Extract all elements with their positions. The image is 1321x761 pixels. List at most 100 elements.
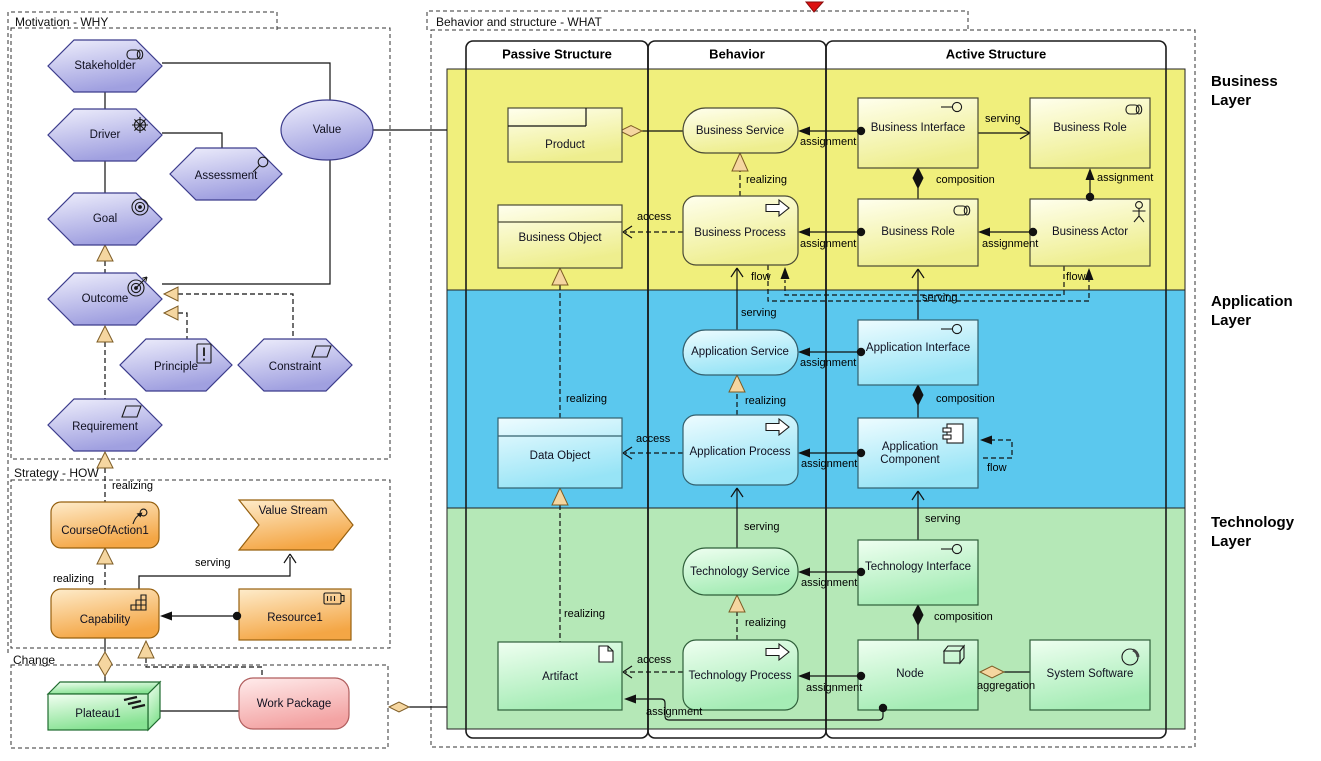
component-icon: [942, 423, 964, 444]
value-label: Value: [312, 124, 342, 136]
assignment-label: assignment: [800, 136, 857, 148]
motivation-frame: [10, 27, 391, 460]
flow-bprocess-bactor: [767, 265, 1090, 302]
composition-label: composition: [934, 611, 993, 623]
resource-label: Resource1: [267, 612, 323, 624]
capability-node[interactable]: [50, 588, 160, 639]
interface-icon: [941, 323, 963, 335]
capability-icon: [130, 594, 147, 611]
technology-service-node[interactable]: [682, 547, 799, 596]
application-component-label: Application Component: [880, 441, 940, 466]
business-actor-label: Business Actor: [1051, 226, 1129, 238]
realization-principle-outcome: [178, 312, 188, 339]
flow-acomponent-self: [983, 439, 1013, 459]
flow-label: flow: [1066, 271, 1086, 283]
change-title: Change: [13, 653, 56, 667]
driver-icon: [132, 117, 148, 133]
application-interface-label: Application Interface: [865, 342, 971, 354]
goal-icon: [131, 198, 149, 216]
outcome-node[interactable]: [47, 272, 163, 326]
principle-icon: [196, 343, 212, 364]
application-service-node[interactable]: [682, 329, 799, 376]
realizing-label: realizing: [112, 480, 153, 492]
product-node[interactable]: [507, 107, 623, 163]
constraint-icon: [311, 345, 332, 358]
red-marker-icon: [804, 1, 825, 13]
plateau-icon: [123, 695, 146, 710]
value-node[interactable]: [280, 99, 374, 161]
column-active-structure: [825, 40, 1167, 739]
plateau-label: Plateau1: [75, 708, 121, 720]
work-package-node[interactable]: [238, 677, 350, 730]
technology-process-label: Technology Process: [688, 670, 792, 682]
realizing-label: realizing: [746, 174, 787, 186]
principle-label: Principle: [153, 361, 199, 373]
business-role-top-node[interactable]: [1029, 97, 1151, 169]
business-interface-node[interactable]: [857, 97, 979, 169]
outer-top-frame: [426, 10, 969, 30]
artifact-icon: [598, 645, 614, 663]
serving-label: serving: [985, 113, 1021, 125]
role-icon: [953, 205, 971, 216]
role-icon: [126, 49, 144, 60]
value-stream-label: Value Stream: [258, 505, 328, 517]
column-header-active-structure: Active Structure: [945, 46, 1047, 62]
assignment-label: assignment: [646, 706, 703, 718]
realizing-label: realizing: [566, 393, 607, 405]
aggregation-label: aggregation: [977, 680, 1036, 692]
course-of-action-icon: [132, 508, 148, 525]
outer-left-frame: [7, 11, 278, 655]
business-interface-label: Business Interface: [870, 122, 966, 134]
constraint-label: Constraint: [268, 361, 322, 373]
assignment-label: assignment: [1097, 172, 1154, 184]
business-process-node[interactable]: [682, 195, 799, 266]
capability-label: Capability: [79, 614, 131, 626]
stakeholder-node[interactable]: [47, 39, 163, 93]
business-role-top-label: Business Role: [1053, 122, 1127, 134]
requirement-node[interactable]: [47, 398, 163, 452]
plateau-node[interactable]: [46, 680, 162, 732]
driver-node[interactable]: [47, 108, 163, 162]
access-label: access: [637, 654, 672, 666]
data-object-node[interactable]: [497, 417, 623, 489]
goal-node[interactable]: [47, 192, 163, 246]
assessment-node[interactable]: [169, 147, 283, 201]
constraint-node[interactable]: [237, 338, 353, 392]
realizing-label: realizing: [745, 617, 786, 629]
actor-icon: [1132, 201, 1146, 223]
process-icon: [765, 642, 790, 662]
resource-node[interactable]: [238, 588, 352, 641]
system-software-node[interactable]: [1029, 639, 1151, 711]
stakeholder-label: Stakeholder: [74, 60, 136, 72]
technology-process-node[interactable]: [682, 639, 799, 711]
flow-bactor-bprocess: [784, 266, 1065, 296]
business-service-node[interactable]: [682, 107, 799, 154]
node-label: Node: [896, 668, 924, 680]
column-header-passive-structure: Passive Structure: [502, 46, 612, 62]
application-service-label: Application Service: [691, 346, 789, 358]
node-node[interactable]: [857, 639, 979, 711]
data-object-label: Data Object: [529, 450, 591, 462]
technology-interface-node[interactable]: [857, 539, 979, 606]
application-process-node[interactable]: [682, 414, 799, 486]
business-layer-label: Business Layer: [1211, 73, 1278, 109]
technology-layer-label: Technology Layer: [1211, 514, 1295, 550]
assignment-label: assignment: [800, 357, 857, 369]
application-process-label: Application Process: [689, 446, 791, 458]
driver-label: Driver: [89, 129, 121, 141]
realizing-label: realizing: [53, 573, 94, 585]
business-role-node[interactable]: [857, 198, 979, 267]
product-label: Product: [545, 139, 585, 151]
course-of-action-node[interactable]: [50, 501, 160, 549]
artifact-label: Artifact: [542, 671, 578, 683]
business-object-node[interactable]: [497, 204, 623, 269]
composition-label: composition: [936, 393, 995, 405]
assignment-label: assignment: [800, 238, 857, 250]
application-interface-node[interactable]: [857, 319, 979, 386]
value-stream-node[interactable]: [237, 499, 354, 551]
assoc-stakeholder-value: [162, 62, 331, 100]
assignment-balls: [232, 126, 1095, 713]
interface-icon: [941, 101, 963, 113]
